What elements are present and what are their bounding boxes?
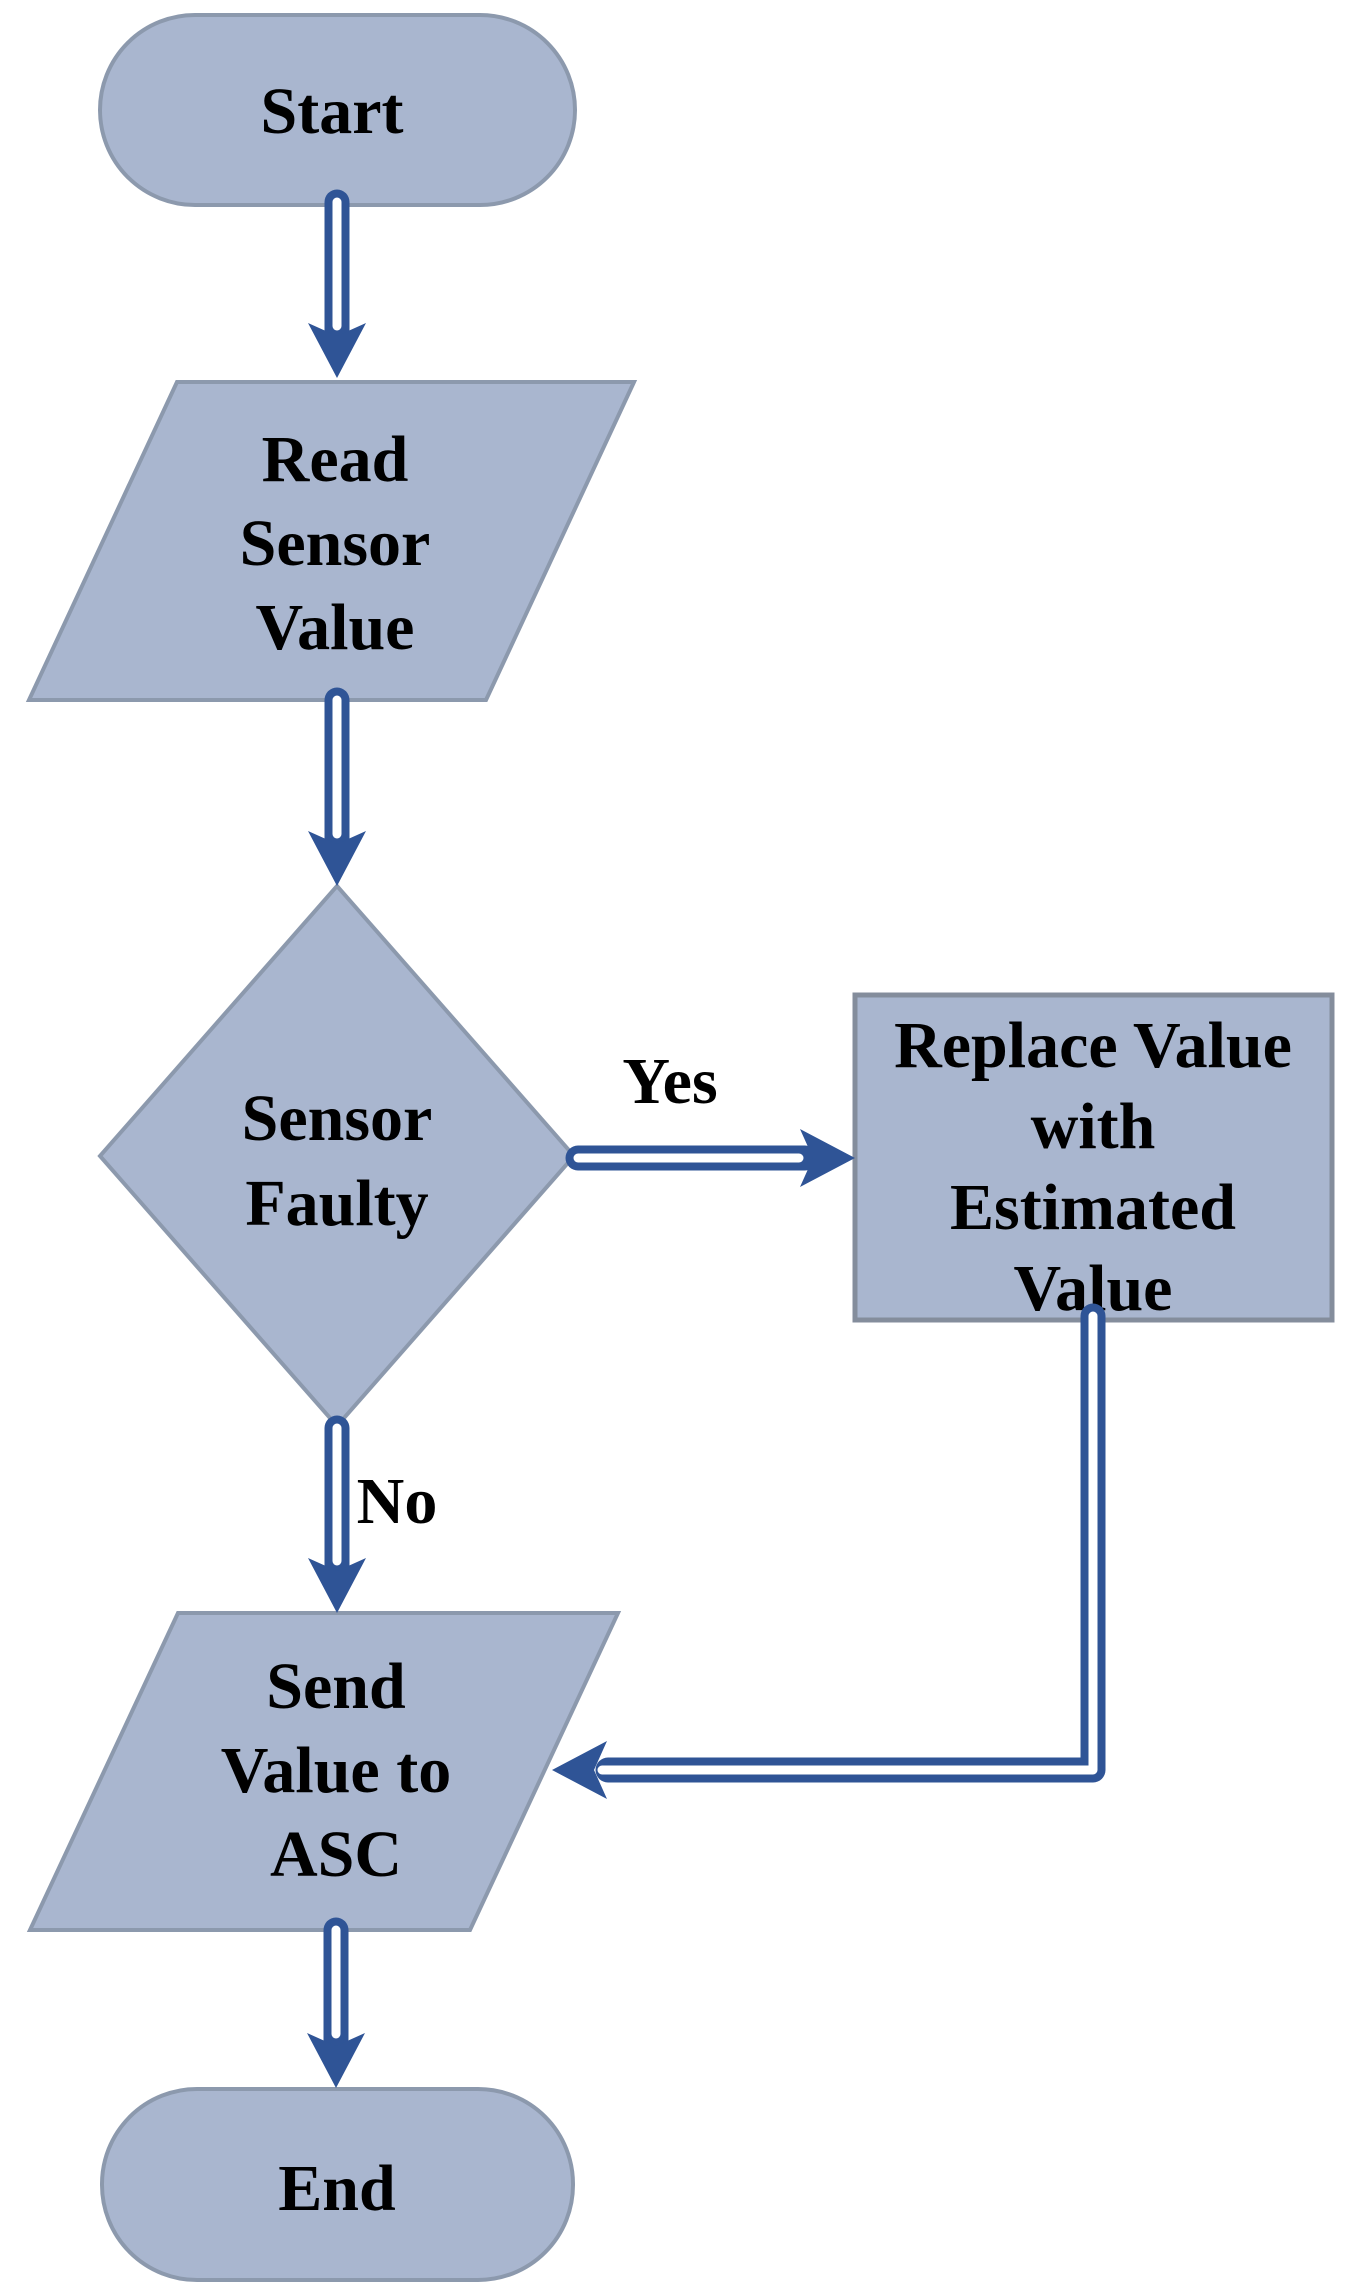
edge-replace-to-send	[552, 1303, 1106, 1799]
decision-label-line1: Sensor	[242, 1082, 433, 1155]
node-start: Start	[98, 13, 577, 207]
read-label-line2: Sensor	[240, 507, 431, 580]
end-label: End	[278, 2152, 395, 2225]
read-label-line1: Read	[262, 423, 409, 496]
arrowhead-down-icon	[308, 831, 366, 886]
node-sensor-faulty: Sensor Faulty	[97, 882, 577, 1430]
arrowhead-right-icon	[800, 1129, 855, 1187]
read-parallelogram-shape	[25, 380, 638, 702]
edge-no-branch: No	[308, 1415, 438, 1613]
no-label: No	[357, 1465, 438, 1538]
node-send-value-asc: Send Value to ASC	[26, 1611, 622, 1932]
arrowhead-down-icon	[307, 2033, 365, 2088]
decision-label-line2: Faulty	[245, 1167, 428, 1240]
send-label-line2: Value to	[221, 1734, 451, 1807]
decision-diamond-shape	[97, 882, 577, 1430]
edge-yes-branch: Yes	[565, 1045, 855, 1187]
end-terminator-shape	[100, 2087, 575, 2282]
send-parallelogram-shape	[26, 1611, 622, 1932]
node-end: End	[100, 2087, 575, 2282]
edge-replace-to-send-shaft-inner	[597, 1311, 1098, 1775]
send-label-line3: ASC	[270, 1818, 402, 1891]
replace-label-line3: Estimated	[950, 1171, 1236, 1244]
arrowhead-down-icon	[308, 323, 366, 378]
arrowhead-left-icon	[552, 1741, 607, 1799]
node-replace-value: Replace Value with Estimated Value	[852, 992, 1335, 1325]
read-label-line3: Value	[256, 591, 415, 664]
send-label-line1: Send	[266, 1650, 405, 1723]
replace-label-line2: with	[1031, 1090, 1156, 1163]
start-label: Start	[261, 75, 404, 148]
edge-replace-to-send-shaft	[595, 1303, 1106, 1783]
yes-label: Yes	[622, 1045, 717, 1118]
arrowhead-down-icon	[308, 1558, 366, 1613]
node-read-sensor-value: Read Sensor Value	[25, 380, 638, 702]
edge-read-to-decision	[308, 687, 366, 886]
edge-start-to-read	[308, 189, 366, 378]
replace-label-line1: Replace Value	[894, 1009, 1292, 1082]
edge-send-to-end	[307, 1917, 365, 2088]
replace-rectangle-shape	[852, 992, 1335, 1323]
